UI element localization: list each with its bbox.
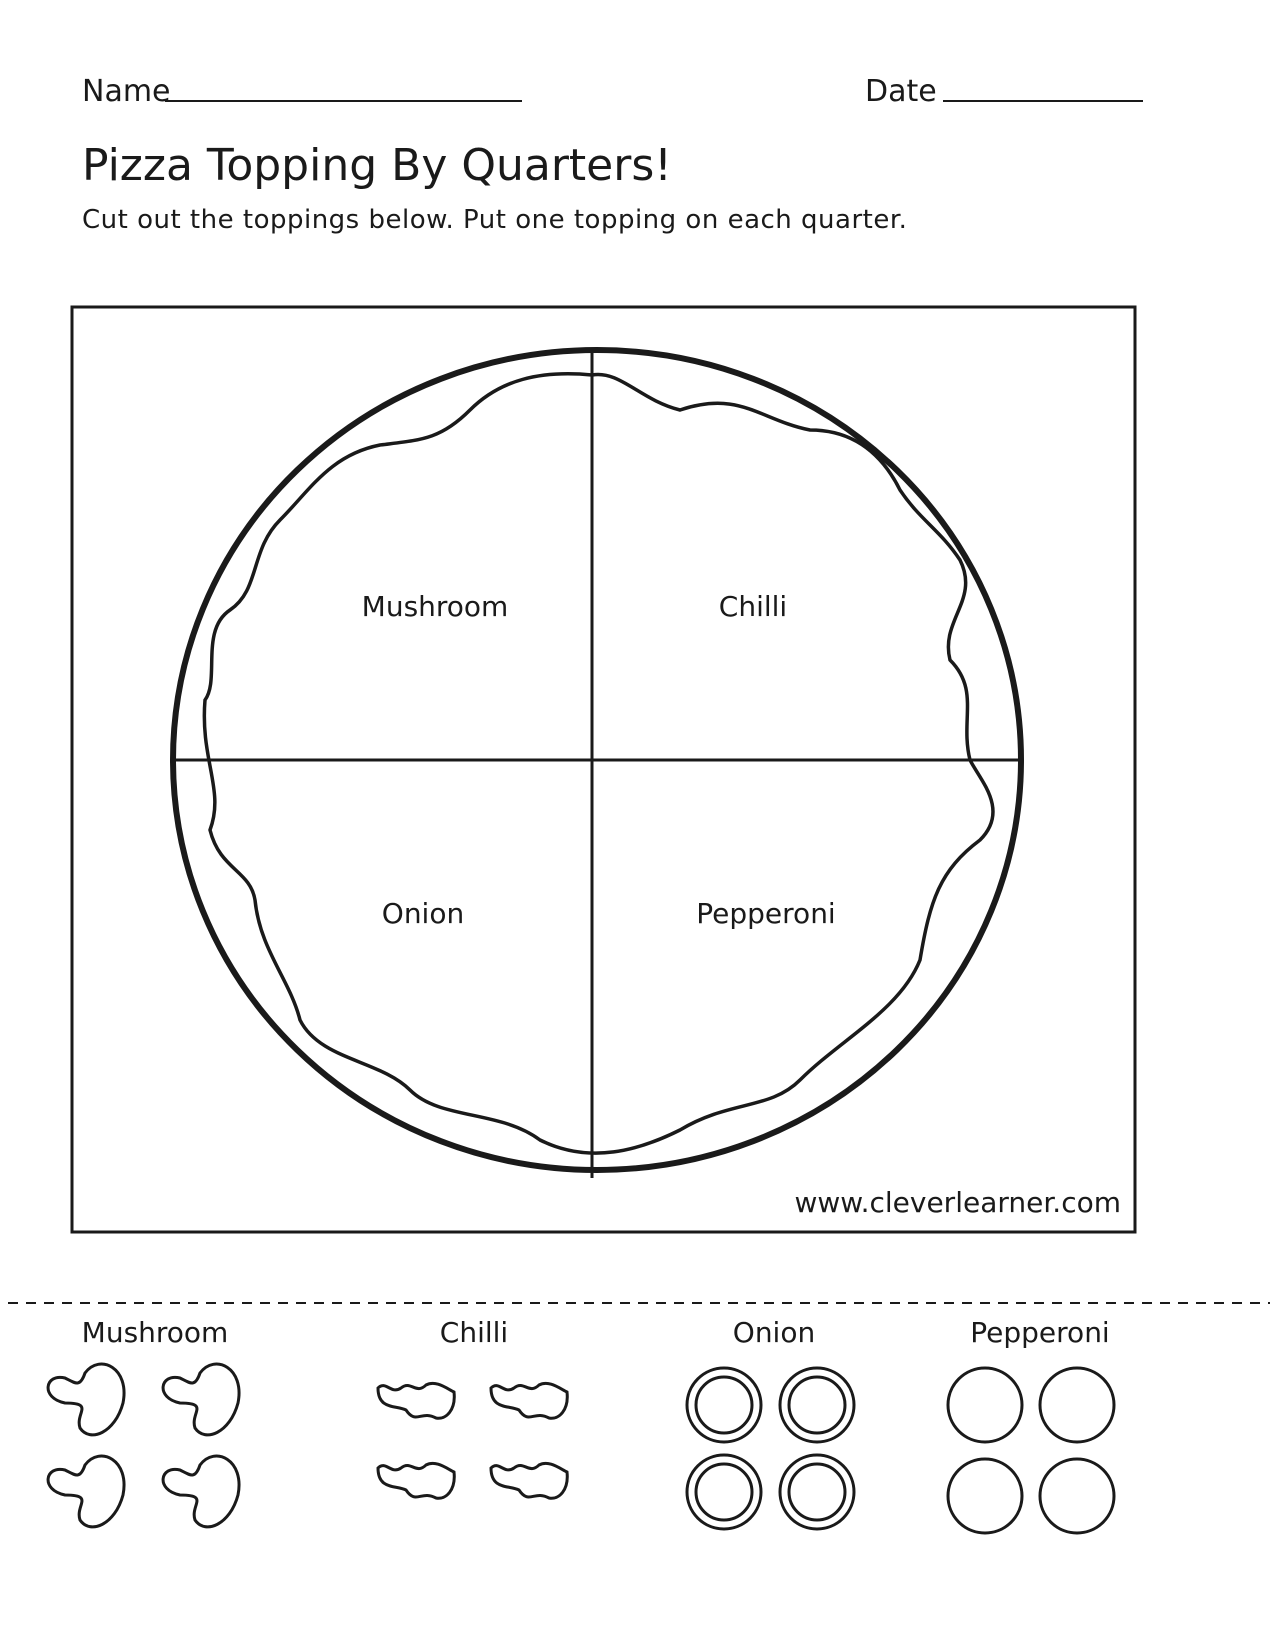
quarter-label-chilli: Chilli [718, 590, 788, 623]
cutout-label-mushroom: Mushroom [81, 1316, 229, 1349]
cutout-label-pepperoni: Pepperoni [970, 1316, 1110, 1349]
quarter-label-pepperoni: Pepperoni [696, 897, 836, 930]
quarter-label-mushroom: Mushroom [361, 590, 509, 623]
name-field-line[interactable] [165, 100, 522, 102]
onion-cutouts [685, 1366, 856, 1531]
chilli-cutouts [376, 1381, 569, 1500]
website-url: www.cleverlearner.com [794, 1186, 1121, 1219]
date-label: Date [865, 74, 937, 109]
worksheet-title: Pizza Topping By Quarters! [82, 140, 672, 191]
pizza-frame [70, 305, 1137, 1234]
date-field-line[interactable] [943, 100, 1143, 102]
name-label: Name [82, 74, 171, 109]
cutout-label-chilli: Chilli [439, 1316, 509, 1349]
instructions: Cut out the toppings below. Put one topp… [82, 205, 908, 235]
pepperoni-cutouts [946, 1366, 1116, 1535]
pizza-sauce-edge [202, 372, 995, 1155]
mushroom-cutouts [46, 1362, 241, 1529]
cutout-label-onion: Onion [732, 1316, 816, 1349]
quarter-label-onion: Onion [381, 897, 465, 930]
